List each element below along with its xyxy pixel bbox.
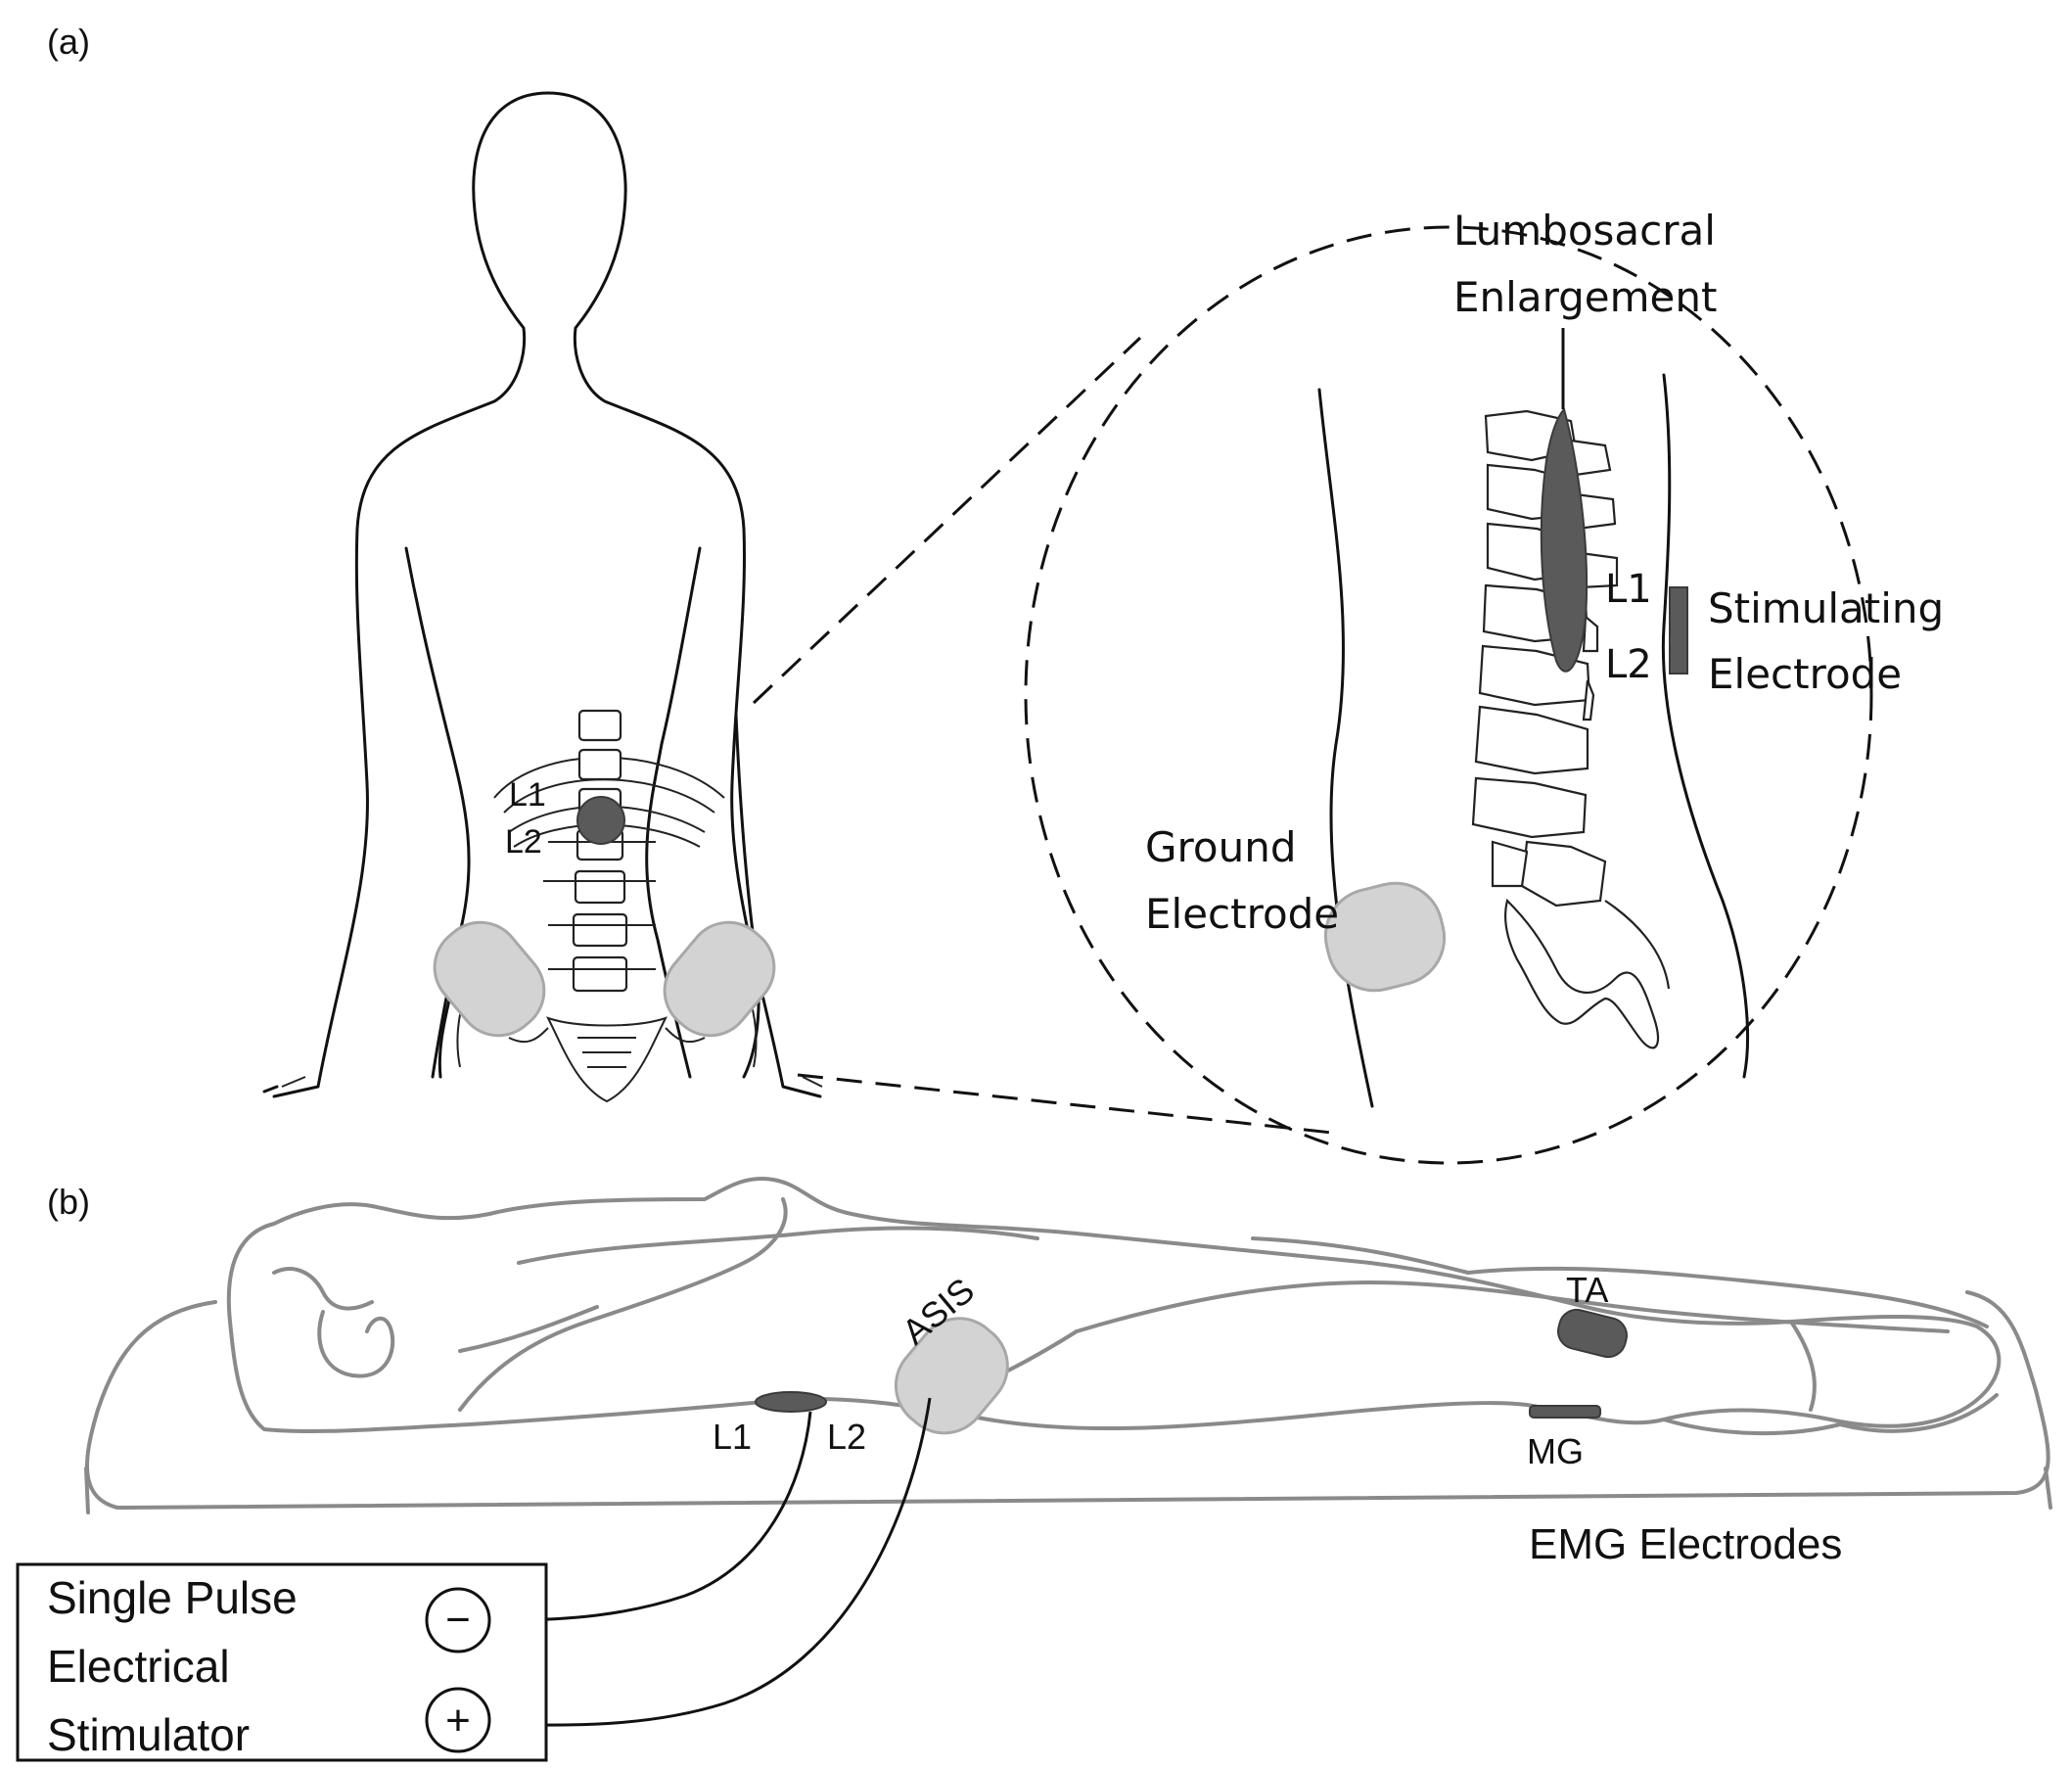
torso-spine	[456, 709, 758, 1103]
mat	[84, 1290, 2050, 1510]
stimulator-positive-terminal	[425, 1687, 491, 1753]
panel-label-a: (a)	[47, 22, 90, 62]
zoom-label-stimulating-2: Electrode	[1708, 650, 1902, 698]
zoom-label-stimulating-1: Stimulating	[1708, 584, 1944, 632]
zoom-circle	[1024, 225, 1873, 1165]
supine-label-l1: L1	[713, 1417, 752, 1457]
zoom-label-l1: L1	[1605, 567, 1652, 612]
zoom-spine	[1471, 406, 1671, 1049]
supine-label-l2: L2	[827, 1417, 866, 1457]
zoom-detail	[1317, 328, 1750, 1108]
stimulator-box	[16, 1562, 548, 1762]
zoom-stimulating-electrode	[1669, 586, 1688, 675]
supine-ta-electrode	[1557, 1308, 1628, 1359]
panel-label-b: (b)	[47, 1182, 90, 1222]
stimulator-label-1: Single Pulse	[47, 1572, 298, 1623]
supine-label-ta: TA	[1566, 1270, 1608, 1310]
wire-positive	[506, 1397, 932, 1727]
torso-ground-pad-left	[433, 920, 546, 1038]
supine-mg-electrode	[1529, 1405, 1601, 1419]
stimulator-label-2: Electrical	[47, 1641, 230, 1692]
stimulator-negative-terminal	[425, 1587, 491, 1653]
lumbosacral-enlargement-mark	[1540, 406, 1589, 673]
torso-label-l2: L2	[505, 823, 542, 861]
supine-figure	[84, 1177, 2052, 1514]
torso-stim-spot	[576, 796, 625, 845]
zoom-label-ground-2: Electrode	[1145, 890, 1339, 938]
stimulator-label-3: Stimulator	[47, 1709, 250, 1760]
torso-ground-pad-right	[663, 920, 776, 1038]
zoom-connector-bottom	[797, 1073, 1342, 1136]
zoom-ground-electrode	[1323, 881, 1447, 993]
stimulator-minus-glyph: −	[445, 1596, 471, 1644]
supine-stim-electrode	[755, 1391, 827, 1413]
supine-label-emg: EMG Electrodes	[1529, 1520, 1842, 1568]
supine-label-mg: MG	[1527, 1431, 1584, 1471]
stimulator-plus-glyph: +	[445, 1697, 471, 1745]
zoom-label-ground-1: Ground	[1145, 823, 1297, 871]
zoom-label-enlargement-2: Enlargement	[1453, 273, 1717, 321]
wire-negative	[506, 1411, 812, 1622]
supine-asis-ground-pad	[894, 1317, 1009, 1435]
zoom-connector-top	[752, 336, 1142, 705]
zoom-label-enlargement-1: Lumbosacral	[1453, 207, 1716, 255]
torso-label-l1: L1	[509, 776, 546, 814]
zoom-label-l2: L2	[1605, 642, 1652, 687]
